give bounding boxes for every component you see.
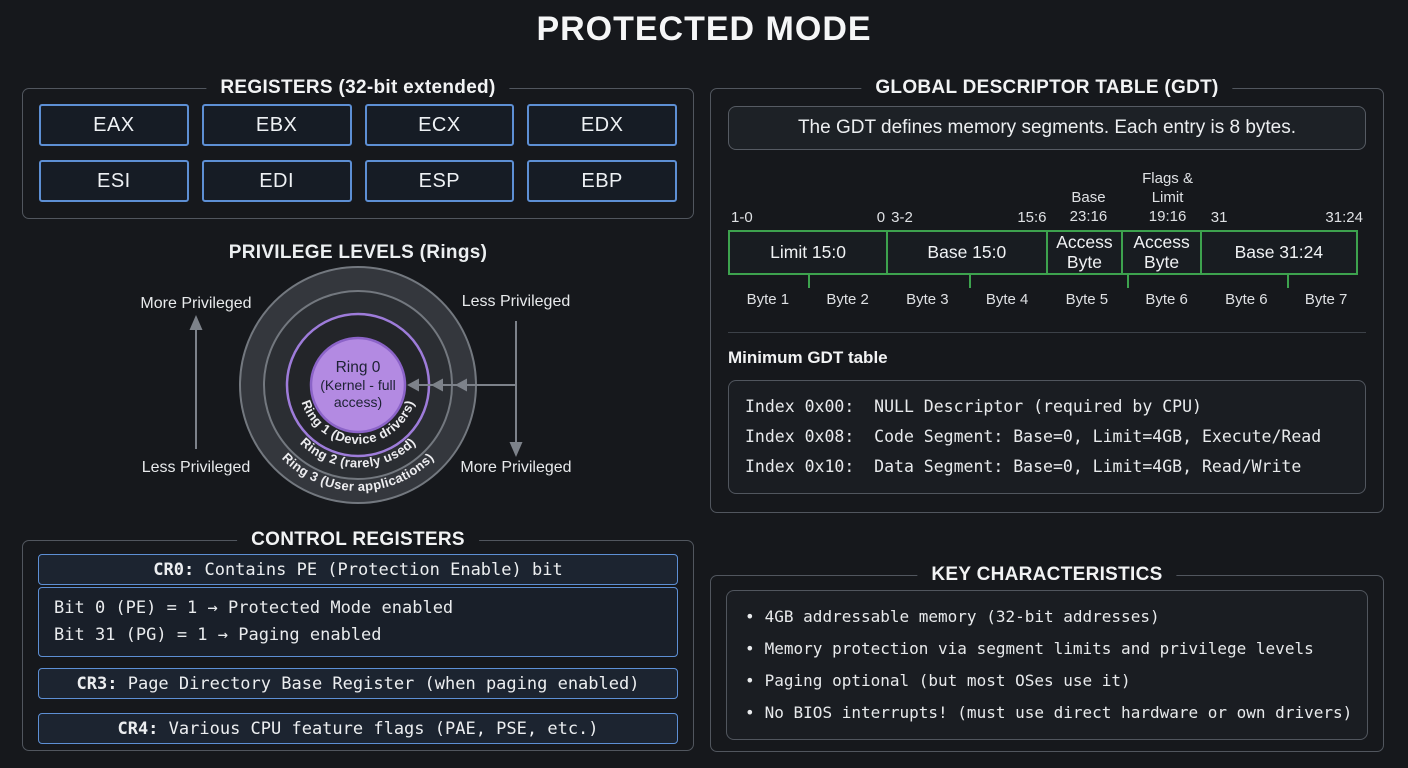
- key-characteristics-box: • 4GB addressable memory (32-bit address…: [726, 590, 1368, 740]
- cr0-detail-line: Bit 0 (PE) = 1 → Protected Mode enabled: [54, 598, 454, 618]
- characteristic-text: Paging optional (but most OSes use it): [764, 671, 1131, 690]
- byte-label: Byte 5: [1065, 291, 1109, 308]
- gdt-cell-limit-15-0: Limit 15:0: [728, 230, 889, 275]
- byte-label: Byte 1: [746, 291, 790, 308]
- cr4-box: CR4: Various CPU feature flags (PAE, PSE…: [38, 713, 678, 744]
- label-more-privileged-right: More Privileged: [460, 459, 572, 476]
- bit-label: 31:24: [1325, 209, 1363, 226]
- bullet-icon: •: [745, 607, 755, 626]
- minimum-gdt-table-box: Index 0x00: NULL Descriptor (required by…: [728, 380, 1366, 494]
- cr0-detail-line: Bit 31 (PG) = 1 → Paging enabled: [54, 625, 382, 645]
- register-edi: EDI: [201, 160, 352, 202]
- bit-label: 23:16: [1069, 208, 1108, 225]
- tick-mark: [968, 275, 971, 288]
- cr0-details-box: Bit 0 (PE) = 1 → Protected Mode enabled …: [38, 587, 678, 657]
- privilege-rings-diagram: Ring 0 (Kernel - full access) Ring 1 (De…: [22, 264, 694, 510]
- key-characteristics-section: KEY CHARACTERISTICS • 4GB addressable me…: [710, 564, 1384, 752]
- cr0-prefix: CR0:: [153, 559, 195, 580]
- characteristic-item: • Memory protection via segment limits a…: [745, 633, 1349, 665]
- inward-arrows-icon: [407, 378, 516, 392]
- cr3-prefix: CR3:: [76, 673, 118, 694]
- characteristic-item: • No BIOS interrupts! (must use direct h…: [745, 697, 1352, 729]
- minimum-gdt-table-title: Minimum GDT table: [728, 348, 888, 367]
- characteristic-text: Memory protection via segment limits and…: [764, 639, 1314, 658]
- bit-label: Flags &: [1142, 170, 1193, 187]
- registers-section: REGISTERS (32-bit extended) EAX EBX ECX …: [22, 77, 694, 219]
- gdt-section-title: GLOBAL DESCRIPTOR TABLE (GDT): [861, 77, 1233, 99]
- characteristic-text: No BIOS interrupts! (must use direct har…: [764, 703, 1353, 722]
- cr4-prefix: CR4:: [117, 718, 159, 739]
- divider: [728, 332, 1366, 333]
- privilege-section-title: PRIVILEGE LEVELS (Rings): [228, 242, 488, 263]
- register-eax: EAX: [39, 104, 189, 146]
- characteristic-text: 4GB addressable memory (32-bit addresses…: [764, 607, 1160, 626]
- tick-mark: [808, 275, 811, 288]
- cr0-text: Contains PE (Protection Enable) bit: [194, 559, 563, 580]
- gdt-cell-access-byte: Access Byte: [1121, 230, 1202, 275]
- more-privileged-down-arrow-icon: [509, 321, 523, 457]
- gdt-tick-marks: [728, 275, 1366, 288]
- gdt-entry-line: Index 0x08: Code Segment: Base=0, Limit=…: [745, 427, 1322, 446]
- byte-label: Byte 2: [826, 291, 869, 308]
- gdt-bit-labels-row: 1-0 0 3-2 15:6 Base 23:16 Flags & Limit …: [728, 168, 1366, 226]
- register-ebx: EBX: [201, 104, 352, 146]
- registers-section-title: REGISTERS (32-bit extended): [206, 77, 510, 99]
- ring0-label-line3: access): [334, 394, 382, 410]
- tick-mark: [1286, 275, 1289, 288]
- control-registers-section-title: CONTROL REGISTERS: [237, 529, 479, 551]
- gdt-entry-table: Limit 15:0 Base 15:0 Access Byte Access …: [728, 230, 1366, 275]
- register-ebp: EBP: [527, 160, 677, 202]
- cr0-box: CR0: Contains PE (Protection Enable) bit: [38, 554, 678, 585]
- bit-label: 31: [1210, 209, 1228, 226]
- byte-label: Byte 3: [906, 291, 949, 308]
- ring0-label-line2: (Kernel - full: [320, 377, 395, 393]
- byte-label: Byte 6: [1225, 291, 1268, 308]
- tick-mark: [1127, 275, 1130, 288]
- gdt-description: The GDT defines memory segments. Each en…: [728, 106, 1366, 150]
- label-more-privileged-left: More Privileged: [140, 295, 252, 312]
- gdt-byte-labels-row: Byte 1 Byte 2 Byte 3 Byte 4 Byte 5 Byte …: [728, 291, 1366, 308]
- byte-label: Byte 7: [1304, 291, 1348, 308]
- bit-label: Limit: [1151, 189, 1184, 206]
- ring0-circle: [309, 336, 407, 434]
- gdt-entry-line: Index 0x10: Data Segment: Base=0, Limit=…: [745, 457, 1302, 476]
- gdt-cell-base-15-0: Base 15:0: [886, 230, 1048, 275]
- bullet-icon: •: [745, 703, 755, 722]
- rings-svg: Ring 0 (Kernel - full access) Ring 1 (De…: [189, 266, 523, 504]
- characteristic-item: • 4GB addressable memory (32-bit address…: [745, 601, 1349, 633]
- gdt-section: GLOBAL DESCRIPTOR TABLE (GDT) The GDT de…: [710, 77, 1384, 513]
- register-esi: ESI: [39, 160, 189, 202]
- bit-label: 15:6: [1017, 209, 1047, 226]
- bit-label: Base: [1071, 189, 1106, 206]
- label-less-privileged-left: Less Privileged: [141, 459, 251, 476]
- control-registers-section: CONTROL REGISTERS CR0: Contains PE (Prot…: [22, 529, 694, 751]
- page-title: PROTECTED MODE: [536, 10, 872, 48]
- byte-label: Byte 6: [1145, 291, 1188, 308]
- cr3-text: Page Directory Base Register (when pagin…: [117, 673, 640, 694]
- label-less-privileged-right: Less Privileged: [461, 293, 571, 310]
- register-ecx: ECX: [364, 104, 515, 146]
- gdt-entry-line: Index 0x00: NULL Descriptor (required by…: [745, 397, 1202, 416]
- cr3-box: CR3: Page Directory Base Register (when …: [38, 668, 678, 699]
- ring0-label-line1: Ring 0: [336, 359, 381, 376]
- bullet-icon: •: [745, 639, 755, 658]
- bit-label: 1-0: [731, 209, 753, 226]
- cr4-text: Various CPU feature flags (PAE, PSE, etc…: [158, 718, 599, 739]
- key-characteristics-section-title: KEY CHARACTERISTICS: [917, 564, 1177, 586]
- more-privileged-up-arrow-icon: [189, 315, 203, 449]
- register-edx: EDX: [527, 104, 677, 146]
- characteristic-item: • Paging optional (but most OSes use it): [745, 665, 1349, 697]
- bullet-icon: •: [745, 671, 755, 690]
- byte-label: Byte 4: [985, 291, 1029, 308]
- gdt-cell-base-31-24: Base 31:24: [1199, 230, 1358, 275]
- register-esp: ESP: [364, 160, 515, 202]
- bit-label: 0: [876, 209, 886, 226]
- bit-label: 19:16: [1148, 208, 1187, 225]
- registers-grid: EAX EBX ECX EDX ESI EDI ESP EBP: [23, 89, 693, 217]
- bit-label: 3-2: [891, 209, 913, 226]
- gdt-cell-access-byte: Access Byte: [1045, 230, 1124, 275]
